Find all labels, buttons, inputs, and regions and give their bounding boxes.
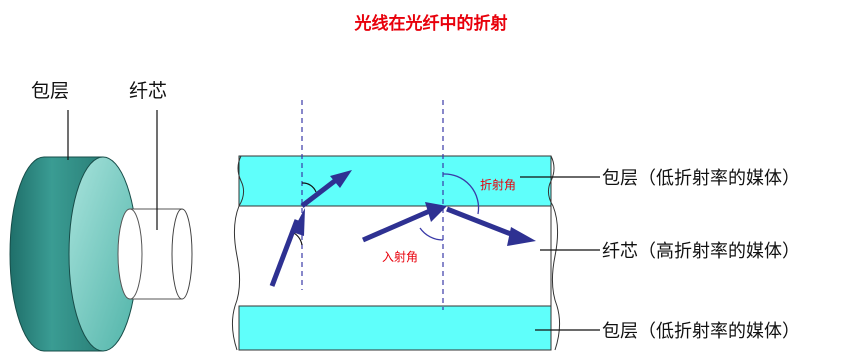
core-face: [171, 208, 193, 300]
refraction-angle-arc: [442, 173, 480, 215]
ray-arrowhead-2: [330, 170, 352, 188]
ray-arrowhead-1: [292, 208, 305, 236]
core-label: 纤芯: [129, 80, 168, 102]
ray-segment-2: [300, 178, 338, 208]
light-rays: [269, 170, 536, 287]
top-cladding-band: [238, 155, 552, 207]
ray-segment-3: [362, 207, 433, 243]
break-edge-right: [547, 155, 561, 351]
angle-arc-left-top: [301, 182, 317, 193]
core-outline: [239, 205, 552, 307]
break-edge-left: [231, 155, 245, 351]
middle-layer-label: 纤芯（高折射率的媒体）: [602, 241, 800, 262]
diagram-title: 光线在光纤中的折射: [354, 14, 508, 34]
cladding-label: 包层: [31, 80, 70, 102]
refraction-angle-label: 折射角: [480, 178, 517, 192]
ray-arrowhead-4: [507, 227, 536, 246]
incidence-angle-label: 入射角: [382, 250, 419, 264]
bottom-cladding-band: [238, 305, 552, 351]
bottom-layer-label: 包层（低折射率的媒体）: [602, 321, 800, 342]
core-back-edge: [117, 208, 143, 300]
ray-segment-4: [446, 206, 517, 239]
top-layer-label: 包层（低折射率的媒体）: [602, 168, 800, 189]
ray-arrowhead-3: [425, 202, 447, 222]
cross-section: [231, 100, 600, 351]
incidence-angle-arc: [419, 227, 444, 241]
fiber-cylinder: [9, 110, 193, 352]
